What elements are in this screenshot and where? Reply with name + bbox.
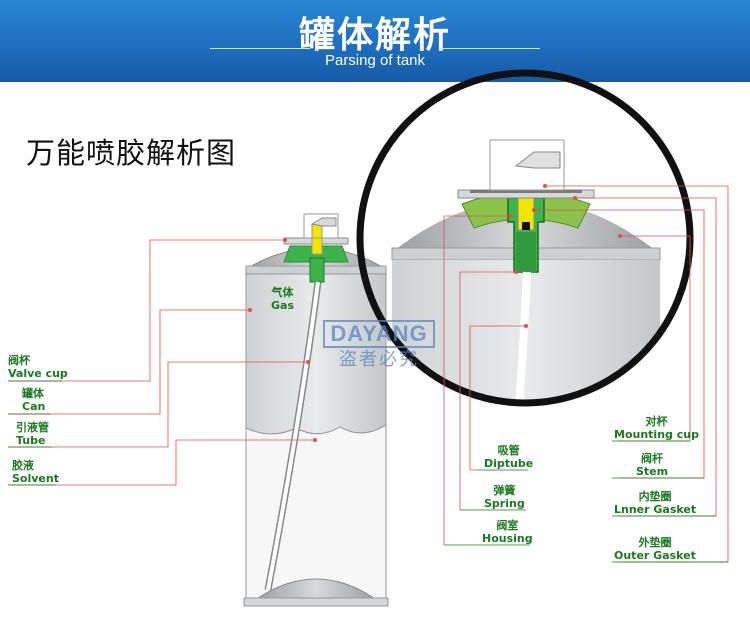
banner-subtitle: Parsing of tank <box>324 52 426 69</box>
header-banner: 罐体解析 Parsing of tank <box>0 0 750 82</box>
banner-title: 罐体解析 <box>298 15 451 56</box>
banner-divider-left <box>210 48 310 49</box>
watermark: DAYANG 盗者必究 <box>323 320 435 372</box>
diagram-heading: 万能喷胶解析图 <box>26 136 237 170</box>
leader-dots <box>248 184 622 442</box>
banner-divider-right <box>440 48 540 49</box>
small-can <box>243 213 389 607</box>
label-underlines <box>8 380 728 563</box>
magnified-view <box>356 69 694 407</box>
watermark-brand: DAYANG <box>323 320 435 348</box>
watermark-text: 盗者必究 <box>339 349 419 370</box>
